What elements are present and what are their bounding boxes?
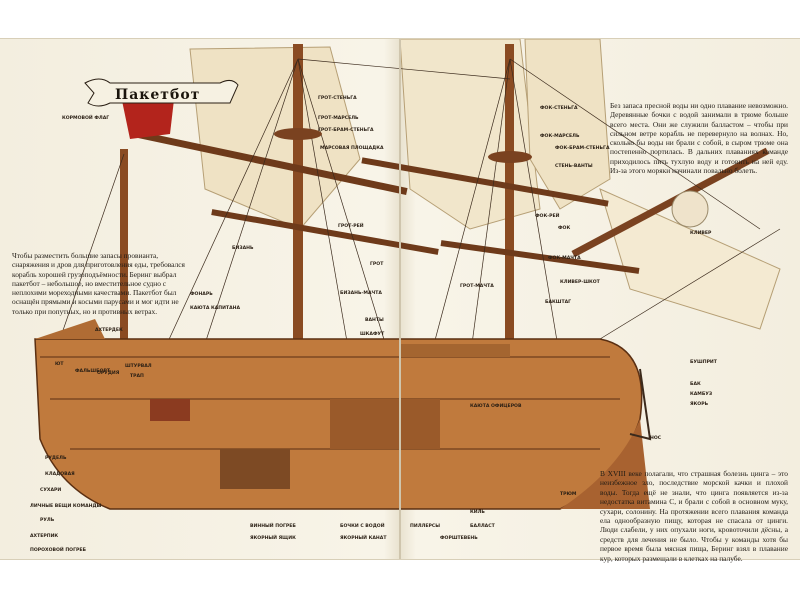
label-bulwark: ФАЛЬШБОРТ: [75, 368, 111, 374]
label-crew-items: ЛИЧНЫЕ ВЕЩИ КОМАНДЫ: [30, 503, 102, 509]
label-platform: МАРСОВАЯ ПЛОЩАДКА: [320, 145, 384, 151]
rigging: [59, 58, 781, 360]
label-galley: КАМБУЗ: [690, 391, 712, 397]
label-wine-cellar: ВИННЫЙ ПОГРЕБ: [250, 521, 296, 529]
anchor: [629, 368, 652, 441]
deck-house: [400, 344, 510, 357]
text-right-top-paragraph: Без запаса пресной воды ни одно плавание…: [610, 101, 788, 176]
label-main: ГРОТ: [370, 261, 384, 267]
label-officer-cabin: КАЮТА ОФИЦЕРОВ: [470, 403, 522, 409]
label-waist: ШКАФУТ: [360, 331, 385, 337]
label-keel: КИЛЬ: [470, 509, 485, 515]
label-bowsprit: БУШПРИТ: [690, 359, 718, 365]
label-helm: ШТУРВАЛ: [125, 363, 152, 369]
label-pillars: ПИЛЛЕРСЫ: [410, 523, 440, 529]
label-anchor-cable: ЯКОРНЫЙ КАНАТ: [340, 533, 387, 541]
label-main-mast: ГРОТ-МАЧТА: [460, 283, 494, 289]
label-lantern: ФОНАРЬ: [190, 291, 213, 297]
book-spread: КОРМОВОЙ ФЛАГ ГРОТ-СТЕНЬГА ГРОТ-МАРСЕЛЬ …: [0, 38, 800, 563]
title-banner: Пакетбот: [84, 78, 239, 107]
label-ladder: ТРАП: [130, 373, 144, 379]
cabin-interior: [150, 399, 190, 421]
label-fore-yard: ФОК-РЕЙ: [535, 211, 560, 219]
label-powder-room: ПОРОХОВОЙ ПОГРЕБ: [30, 545, 87, 553]
label-fore-mast: ФОК-МАЧТА: [548, 255, 581, 261]
label-forecastle: БАК: [690, 381, 701, 387]
label-main-topgallant: ГРОТ-БРАМ-СТЕНЬГА: [318, 127, 374, 133]
main-sail: [399, 39, 541, 230]
label-jib-sheet: КЛИВЕР-ШКОТ: [560, 279, 601, 285]
label-hold: ТРЮМ: [560, 491, 577, 497]
label-main-yard: ГРОТ-РЕЙ: [338, 221, 364, 229]
label-anchor: ЯКОРЬ: [690, 401, 709, 407]
label-backstay: БАКШТАГ: [545, 299, 571, 305]
hold-interior: [220, 449, 290, 489]
fore-lower-yard: [440, 240, 640, 274]
jib-sail: [599, 188, 781, 330]
label-shrouds-top: СТЕНЬ-ВАНТЫ: [555, 163, 593, 169]
label-crackers: СУХАРИ: [40, 487, 61, 493]
label-stem: ФОРШТЕВЕНЬ: [440, 535, 478, 541]
label-shrouds: ВАНТЫ: [365, 317, 384, 323]
label-captain-cabin: КАЮТА КАПИТАНА: [190, 305, 241, 311]
label-afterpeak: АХТЕРПИК: [30, 533, 58, 539]
label-bow: НОС: [650, 435, 662, 441]
main-topsail-yard: [211, 209, 439, 255]
label-main-topsail: ГРОТ-МАРСЕЛЬ: [318, 115, 359, 121]
label-guns: ОРУДИЯ: [97, 370, 120, 376]
label-mizzen-mast: БИЗАНЬ-МАЧТА: [340, 290, 382, 296]
label-storeroom: КЛАДОВАЯ: [45, 471, 75, 477]
scroll-banner-icon: [84, 78, 239, 107]
label-water-barrels: БОЧКИ С ВОДОЙ: [340, 521, 385, 529]
stern-castle: [35, 319, 105, 339]
text-right-bottom-paragraph: В XVIII веке полагали, что страшная боле…: [600, 469, 788, 563]
water-barrels: [330, 399, 440, 449]
label-stern-flag: КОРМОВОЙ ФЛАГ: [62, 113, 109, 121]
bowsprit: [571, 147, 770, 258]
ship-cutaway-illustration: КОРМОВОЙ ФЛАГ ГРОТ-СТЕНЬГА ГРОТ-МАРСЕЛЬ …: [30, 39, 781, 553]
label-rudder-post: РУДЕЛЬ: [45, 455, 67, 461]
label-fore-topgallant: ФОК-БРАМ-СТЕНЬГА: [555, 145, 610, 151]
label-main-topmast: ГРОТ-СТЕНЬГА: [318, 95, 357, 101]
fore-top-platform: [488, 151, 532, 163]
label-anchor-box: ЯКОРНЫЙ ЯЩИК: [250, 533, 296, 541]
text-left-paragraph: Чтобы разместить большие запасы провиант…: [12, 251, 185, 316]
label-mizzen: БИЗАНЬ: [232, 245, 254, 251]
label-fore-topmast: ФОК-СТЕНЬГА: [540, 105, 578, 111]
label-jib: КЛИВЕР: [690, 230, 712, 236]
page-title: Пакетбот: [115, 87, 200, 103]
label-quarterdeck: АХТЕРДЕК: [95, 327, 123, 333]
fore-sail: [524, 39, 611, 210]
main-top-platform: [274, 128, 322, 140]
main-mast: [293, 44, 303, 474]
label-rudder: РУЛЬ: [40, 517, 55, 523]
label-ballast: БАЛЛАСТ: [470, 523, 496, 529]
mizzen-mast: [120, 149, 128, 389]
label-fore: ФОК: [558, 225, 570, 231]
fore-yard: [361, 157, 609, 207]
main-yard: [132, 129, 408, 196]
bow: [560, 419, 650, 509]
coiled-sail: [671, 190, 709, 228]
label-fore-topsail: ФОК-МАРСЕЛЬ: [540, 133, 580, 139]
label-poop: ЮТ: [55, 361, 64, 367]
page-gutter: [399, 39, 401, 559]
